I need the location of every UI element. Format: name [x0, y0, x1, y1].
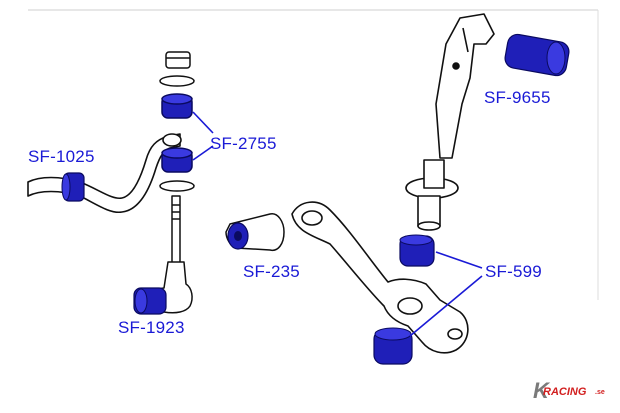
- label-sf-2755: SF-2755: [210, 134, 277, 153]
- label-sf-235: SF-235: [243, 262, 300, 281]
- logo-tld: .se: [595, 389, 605, 396]
- bushing-sf-235: [225, 213, 285, 252]
- end-link-bolt: [171, 195, 181, 267]
- strut-rod: [405, 13, 495, 231]
- control-arm-ball-joint: [447, 328, 463, 340]
- bushing-sf-1025: [61, 172, 85, 202]
- control-arm-body: [291, 201, 469, 354]
- sf-599-lower-face: [374, 327, 412, 341]
- top-washer: [159, 75, 195, 87]
- sf-2755-leaders: [192, 111, 214, 161]
- sway-bar-body: [27, 133, 181, 214]
- strut-rod-neck: [423, 159, 445, 189]
- strut-rod-detail: [462, 27, 469, 53]
- top-nut: [165, 51, 191, 69]
- sf-2755-upper-face: [161, 93, 193, 105]
- label-sf-9655: SF-9655: [484, 88, 551, 107]
- sf-9655-bushing-face: [546, 41, 566, 75]
- bushing-sf-599: [373, 234, 435, 365]
- strut-rod-hole: [452, 62, 460, 70]
- logo-word: RACING: [543, 386, 587, 398]
- sf-599-leaders: [409, 251, 483, 337]
- strut-rod-stud-end: [417, 221, 441, 231]
- label-sf-1025: SF-1025: [28, 147, 95, 166]
- bushing-sf-9655: [504, 33, 570, 77]
- end-link-stack: [149, 51, 195, 314]
- label-sf-1923: SF-1923: [118, 318, 185, 337]
- lower-washer: [159, 180, 195, 192]
- strut-rod-upper: [435, 13, 495, 159]
- k-racing-logo: K RACING .se: [533, 380, 617, 404]
- sf-235-bushing-bore: [234, 231, 242, 241]
- sway-bar: [27, 133, 182, 214]
- sf-599-leader-upper: [435, 251, 483, 269]
- sf-1025-bushing-face: [61, 173, 71, 201]
- sf-599-upper-face: [399, 234, 433, 246]
- bushing-sf-1923: [133, 287, 167, 315]
- sf-2755-leader-lower: [192, 145, 214, 161]
- sf-1923-bushing-face: [134, 288, 148, 314]
- sf-599-leader-lower: [409, 275, 483, 337]
- control-arm-pivot: [397, 297, 423, 315]
- sway-bar-end-eye: [162, 133, 182, 147]
- sf-2755-leader-upper: [192, 111, 214, 134]
- label-sf-599: SF-599: [485, 262, 542, 281]
- sf-2755-lower-face: [161, 147, 193, 159]
- control-arm: [291, 201, 469, 354]
- control-arm-eye: [301, 210, 323, 226]
- logo-mark: K: [533, 378, 549, 403]
